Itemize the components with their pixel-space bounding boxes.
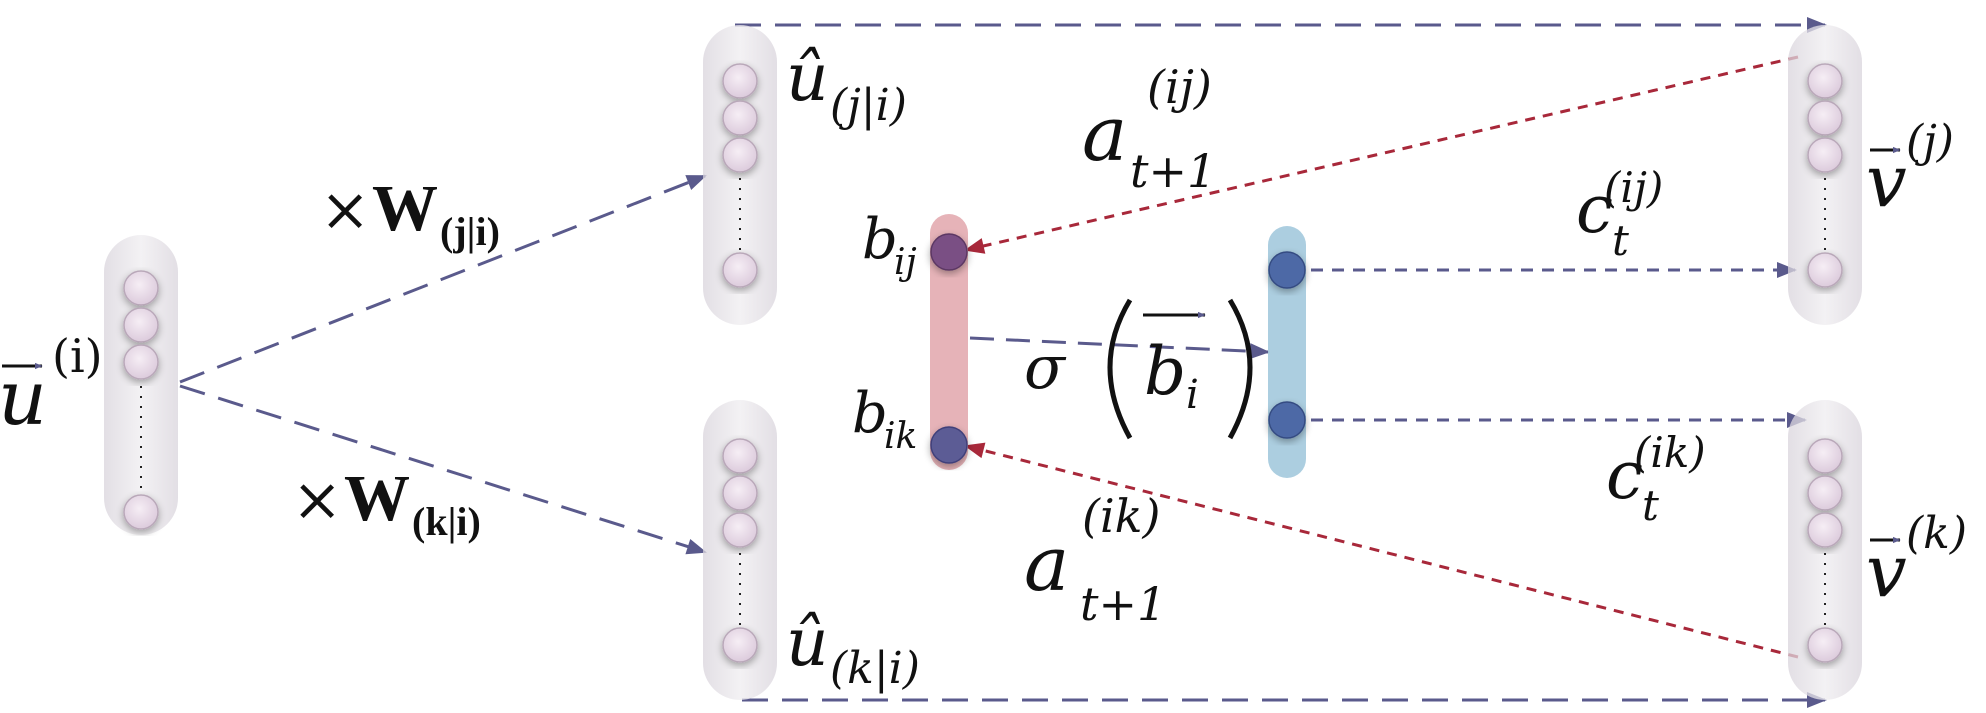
capsule-v-k xyxy=(1788,400,1862,700)
label-uhat-j-base: û xyxy=(786,39,829,116)
neuron xyxy=(722,627,758,663)
label-uhat-k-base: û xyxy=(786,604,829,681)
label-w-j: × W (j|i) xyxy=(320,172,500,254)
neuron xyxy=(1807,438,1843,474)
label-c-ij-sup: (ij) xyxy=(1604,163,1663,212)
label-c-ik-sub: t xyxy=(1642,481,1659,530)
node-b-ik xyxy=(930,426,968,464)
neuron xyxy=(1807,627,1843,663)
right-paren xyxy=(1227,298,1253,440)
neuron xyxy=(1807,252,1843,288)
capsule-v-j xyxy=(1788,25,1862,325)
label-b-ik-base: b xyxy=(852,381,888,446)
label-c-ik-sup: (ik) xyxy=(1634,428,1706,477)
label-c-ik: (ik) c t xyxy=(1606,428,1706,530)
label-uhat-k-sub: (k|i) xyxy=(830,643,920,694)
label-b-ik: b ik xyxy=(852,381,917,457)
neuron xyxy=(722,100,758,136)
node-c-ij xyxy=(1268,251,1306,289)
capsule-uhat-k xyxy=(703,400,777,700)
label-sigma-func: σ xyxy=(1024,333,1067,403)
neuron xyxy=(722,512,758,548)
neuron xyxy=(1807,512,1843,548)
label-b-ik-sub: ik xyxy=(884,416,917,457)
capsule-u-i xyxy=(104,235,178,535)
label-sigma-arg-sub: i xyxy=(1186,372,1199,418)
capsule-uhat-k-body xyxy=(703,400,777,700)
neuron xyxy=(123,344,159,380)
logit-bar-body xyxy=(930,214,968,470)
arrow-u-to-uhat-j xyxy=(179,174,707,384)
label-v-k-sup: (k) xyxy=(1906,508,1967,559)
capsule-v-j-body xyxy=(1788,25,1862,325)
label-a-ik-sup: (ik) xyxy=(1082,489,1160,543)
node-c-ik xyxy=(1268,401,1306,439)
label-uhat-j: û (j|i) xyxy=(786,39,907,131)
neuron xyxy=(722,137,758,173)
label-c-ij: (ij) c t xyxy=(1576,163,1663,265)
arrow-vj-to-bij xyxy=(964,55,1799,254)
node-b-ij xyxy=(930,233,968,271)
label-a-ij-sub: t+1 xyxy=(1130,144,1216,198)
label-a-ij-base: a xyxy=(1082,89,1127,178)
label-u-i: u (i) xyxy=(0,329,103,442)
neuron xyxy=(722,63,758,99)
label-u-i-base: u xyxy=(0,353,47,442)
label-sigma: σ b i xyxy=(1024,298,1253,440)
label-w-j-sub: (j|i) xyxy=(440,209,500,254)
neuron xyxy=(722,475,758,511)
label-w-k-sub: (k|i) xyxy=(412,499,481,544)
label-a-ij-sup: (ij) xyxy=(1147,60,1212,114)
label-w-j-base: W xyxy=(372,172,438,245)
label-w-k: × W (k|i) xyxy=(292,462,481,544)
label-w-k-prefix: × xyxy=(292,465,342,535)
capsule-u-i-body xyxy=(104,235,178,535)
label-a-ik: (ik) a t+1 xyxy=(1024,489,1166,631)
arrow-bij-to-c xyxy=(969,336,1270,360)
label-c-ij-base: c xyxy=(1576,171,1613,248)
label-w-k-base: W xyxy=(344,462,410,535)
neuron xyxy=(1807,475,1843,511)
neuron xyxy=(1807,137,1843,173)
capsule-uhat-j xyxy=(703,25,777,325)
label-uhat-k: û (k|i) xyxy=(786,604,920,694)
left-paren xyxy=(1107,298,1133,440)
neuron xyxy=(722,438,758,474)
label-sigma-arg: b xyxy=(1144,333,1186,410)
logit-bar xyxy=(930,214,968,470)
label-b-ij-sub: ij xyxy=(894,242,917,283)
label-b-ij: b ij xyxy=(862,207,917,283)
neuron xyxy=(722,252,758,288)
neuron xyxy=(123,270,159,306)
arrow-u-to-uhat-k xyxy=(179,384,707,555)
label-w-j-prefix: × xyxy=(320,175,370,245)
capsule-uhat-j-body xyxy=(703,25,777,325)
capsule-v-k-body xyxy=(1788,400,1862,700)
label-a-ik-base: a xyxy=(1024,519,1069,608)
label-u-i-sup: (i) xyxy=(52,329,103,383)
label-b-ij-base: b xyxy=(862,207,898,272)
label-c-ik-base: c xyxy=(1606,437,1643,514)
label-uhat-j-sub: (j|i) xyxy=(830,80,907,131)
neuron xyxy=(123,494,159,530)
label-c-ij-sub: t xyxy=(1612,216,1629,265)
label-v-j: v (j) xyxy=(1866,116,1954,223)
neuron xyxy=(1807,100,1843,136)
neuron xyxy=(1807,63,1843,99)
connections xyxy=(179,17,1827,708)
label-v-k: v (k) xyxy=(1866,508,1967,613)
label-v-j-base: v xyxy=(1866,139,1907,223)
label-a-ik-sub: t+1 xyxy=(1080,577,1166,631)
coupling-bar xyxy=(1268,226,1306,478)
label-v-j-sup: (j) xyxy=(1906,116,1954,167)
label-v-k-base: v xyxy=(1866,529,1907,613)
label-a-ij: (ij) a t+1 xyxy=(1082,60,1216,198)
neuron xyxy=(123,307,159,343)
